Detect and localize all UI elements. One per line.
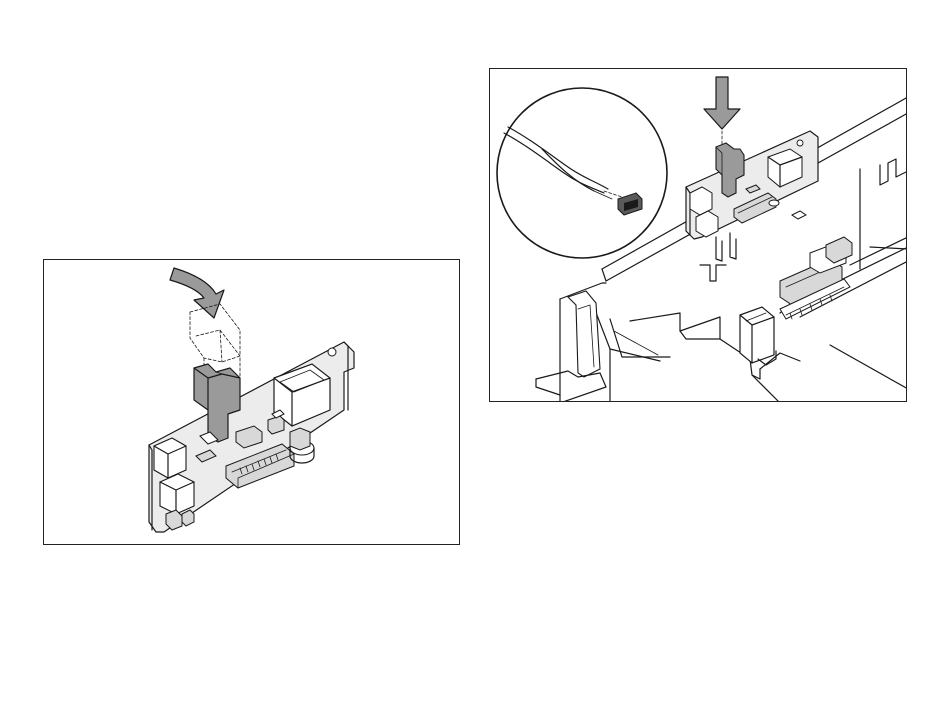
illustration-panel-right	[489, 68, 907, 402]
pcb-assembly-illustration	[44, 260, 460, 545]
socket-connector	[740, 307, 776, 365]
housing-installation-illustration	[490, 69, 907, 402]
installed-circuit-board	[686, 131, 818, 261]
magnifier-detail-circle	[497, 88, 667, 258]
down-arrow-icon	[704, 77, 740, 145]
mounting-bracket	[536, 291, 606, 402]
illustration-panel-left	[43, 259, 460, 545]
terminal-blocks	[780, 237, 852, 319]
